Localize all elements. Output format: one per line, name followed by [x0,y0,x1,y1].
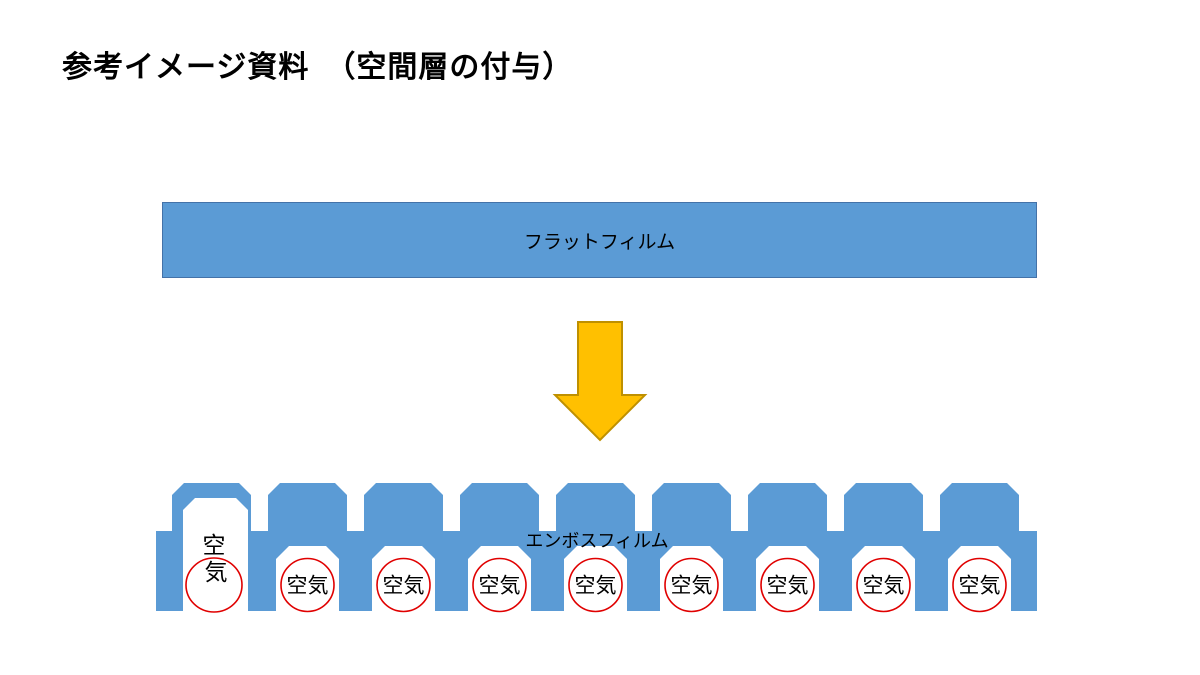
air-label: 空気 [575,575,617,598]
flat-film-shape: フラットフィルム [162,202,1037,278]
air-label-vertical-top: 空 [203,532,226,558]
air-pocket [948,546,1011,611]
slide-title: 参考イメージ資料 （空間層の付与） [62,51,574,84]
air-circle [856,557,911,613]
emboss-dome [460,483,539,531]
emboss-dome [364,483,443,531]
air-pocket [756,546,819,611]
emboss-dome [748,483,827,531]
emboss-dome [556,483,635,531]
air-label: 空気 [671,575,713,598]
down-arrow-icon [552,321,648,442]
air-circle [280,557,335,613]
air-label: 空気 [863,575,905,598]
emboss-film-shape: 空 気 空気 空気 空気 空気 空気 空気 空気 空気 エンボスフィルム [156,483,1037,613]
air-pocket-tall [183,498,248,611]
emboss-dome [652,483,731,531]
air-label: 空気 [479,575,521,598]
air-pocket [468,546,531,611]
air-circle [664,557,719,613]
air-pocket [564,546,627,611]
air-pocket [372,546,435,611]
air-label-vertical-bottom: 気 [205,559,228,585]
air-circle [568,557,623,613]
air-pocket [660,546,723,611]
air-circle [760,557,815,613]
emboss-film-label: エンボスフィルム [525,531,668,551]
air-circle [376,557,431,613]
emboss-dome [268,483,347,531]
flat-film-label: フラットフィルム [523,231,676,253]
air-label: 空気 [959,575,1001,598]
air-circle [185,557,243,613]
air-label: 空気 [383,575,425,598]
emboss-dome [844,483,923,531]
air-circle [472,557,527,613]
air-label: 空気 [767,575,809,598]
air-pocket [276,546,339,611]
down-arrow-shape [552,321,648,442]
air-circle [952,557,1007,613]
air-pocket [852,546,915,611]
emboss-dome [940,483,1019,531]
air-label: 空気 [287,575,329,598]
